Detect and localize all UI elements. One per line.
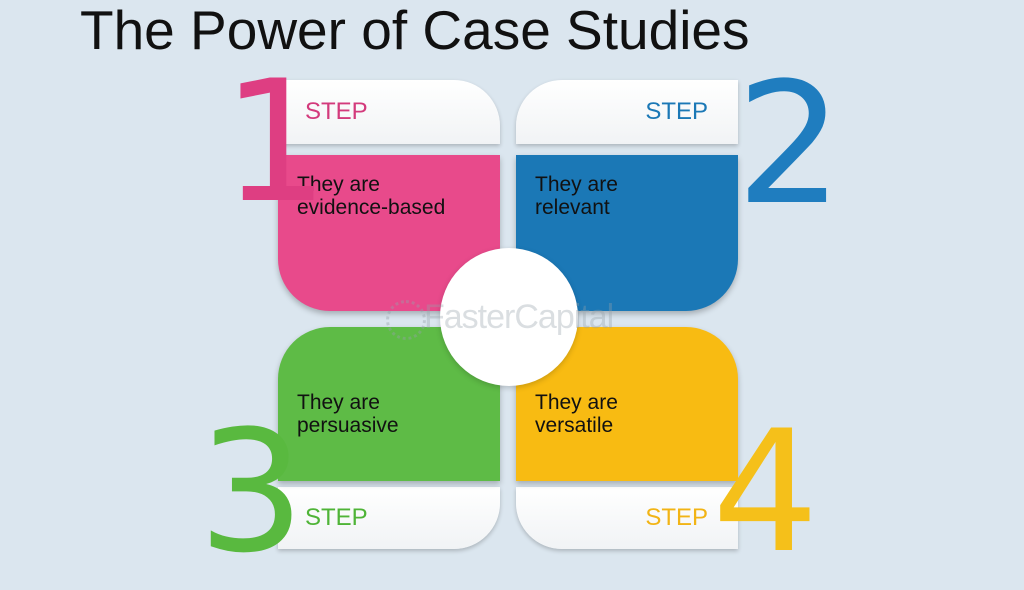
step-4-label: STEP	[645, 504, 708, 531]
step-4-number: 4	[712, 394, 819, 590]
step-4-text-line-2: versatile	[535, 414, 614, 437]
step-4-text-line-1: They are	[535, 391, 618, 414]
step-2-text-line-2: relevant	[535, 196, 610, 219]
step-3-text-line-2: persuasive	[297, 414, 399, 437]
center-circle	[440, 248, 578, 386]
step-3-text: They are persuasive	[297, 391, 487, 437]
step-2-tab: STEP	[516, 80, 738, 144]
step-3-tab: STEP	[278, 487, 500, 549]
step-4-text: They are versatile	[535, 391, 725, 437]
step-4-tab: STEP	[516, 487, 738, 549]
step-2-number: 2	[736, 46, 843, 242]
step-2-text: They are relevant	[535, 173, 725, 219]
step-3-label: STEP	[305, 504, 368, 531]
watermark-text: FasterCapital	[424, 298, 614, 336]
step-1-text: They are evidence-based	[297, 173, 487, 219]
step-1-text-line-2: evidence-based	[297, 196, 446, 219]
step-1-label: STEP	[305, 98, 368, 125]
step-1-number: 1	[222, 44, 329, 240]
step-1-text-line-1: They are	[297, 173, 380, 196]
step-2-label: STEP	[645, 98, 708, 125]
step-1-tab: STEP	[278, 80, 500, 144]
slide-title: The Power of Case Studies	[80, 0, 750, 61]
watermark-logo-icon	[386, 300, 426, 340]
step-3-panel: They are persuasive	[278, 327, 500, 481]
step-2-text-line-1: They are	[535, 173, 618, 196]
step-3-number: 3	[198, 394, 305, 590]
step-3-text-line-1: They are	[297, 391, 380, 414]
